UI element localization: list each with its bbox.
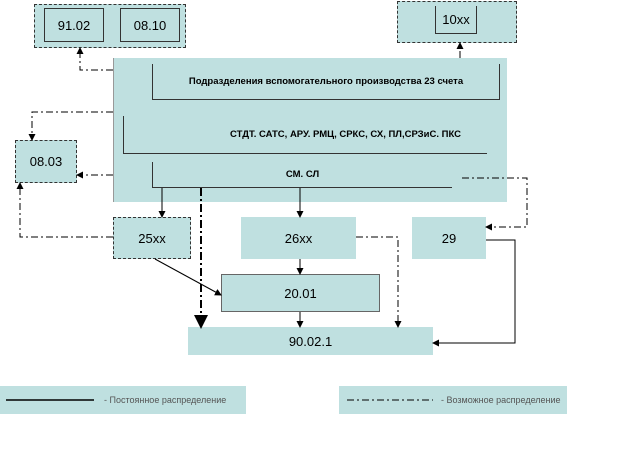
legend-dashed: - Возможное распределение bbox=[339, 386, 567, 414]
legend-dashed-label: - Возможное распределение bbox=[441, 395, 561, 405]
account-26xx-label: 26xx bbox=[284, 230, 313, 246]
account-90-02-1-box: 90.02.1 bbox=[188, 327, 433, 355]
account-25xx-box: 25xx bbox=[113, 217, 191, 259]
legend-solid: - Постоянное распределение bbox=[0, 386, 246, 414]
line-25xx-to-08-03 bbox=[16, 182, 113, 238]
auxiliary-title-frame: Подразделения вспомогательного производс… bbox=[152, 64, 500, 100]
account-91-02-label: 91.02 bbox=[57, 17, 91, 33]
account-08-03-label: 08.03 bbox=[29, 154, 63, 169]
legend-dashed-swatch bbox=[347, 399, 433, 401]
account-25xx-label: 25xx bbox=[138, 230, 166, 246]
account-20-01-box: 20.01 bbox=[221, 274, 380, 312]
account-08-10-box: 08.10 bbox=[120, 8, 180, 42]
sm-sl-frame: СМ. СЛ bbox=[152, 162, 452, 188]
account-20-01-label: 20.01 bbox=[284, 285, 317, 301]
account-90-02-1-label: 90.02.1 bbox=[288, 333, 333, 349]
line-main-to-91-02 bbox=[76, 47, 113, 71]
legend-solid-label: - Постоянное распределение bbox=[104, 395, 227, 405]
account-08-03-box: 08.03 bbox=[15, 140, 77, 183]
sm-sl-label: СМ. СЛ bbox=[285, 169, 320, 180]
line-main-to-08-03 bbox=[28, 111, 113, 141]
auxiliary-production-box bbox=[113, 58, 507, 202]
account-29-box: 29 bbox=[412, 217, 486, 259]
account-29-label: 29 bbox=[441, 230, 457, 246]
auxiliary-units-label: СТДТ. САТС, АРУ. РМЦ, СРКС, СХ, ПЛ,СРЗиС… bbox=[230, 129, 461, 140]
line-29-to-90 bbox=[432, 239, 516, 347]
legend-solid-swatch bbox=[6, 399, 94, 401]
account-10xx-box: 10xx bbox=[435, 6, 477, 34]
account-10xx-label: 10xx bbox=[442, 12, 470, 27]
auxiliary-title-label: Подразделения вспомогательного производс… bbox=[188, 76, 464, 87]
line-25xx-to-20-01 bbox=[154, 258, 222, 296]
line-sm-to-29 bbox=[462, 177, 528, 231]
line-26xx-to-90 bbox=[356, 236, 402, 328]
account-91-02-box: 91.02 bbox=[44, 8, 104, 42]
account-08-10-label: 08.10 bbox=[133, 17, 167, 33]
account-26xx-box: 26xx bbox=[241, 217, 356, 259]
auxiliary-units-frame: СТДТ. САТС, АРУ. РМЦ, СРКС, СХ, ПЛ,СРЗиС… bbox=[123, 116, 487, 154]
